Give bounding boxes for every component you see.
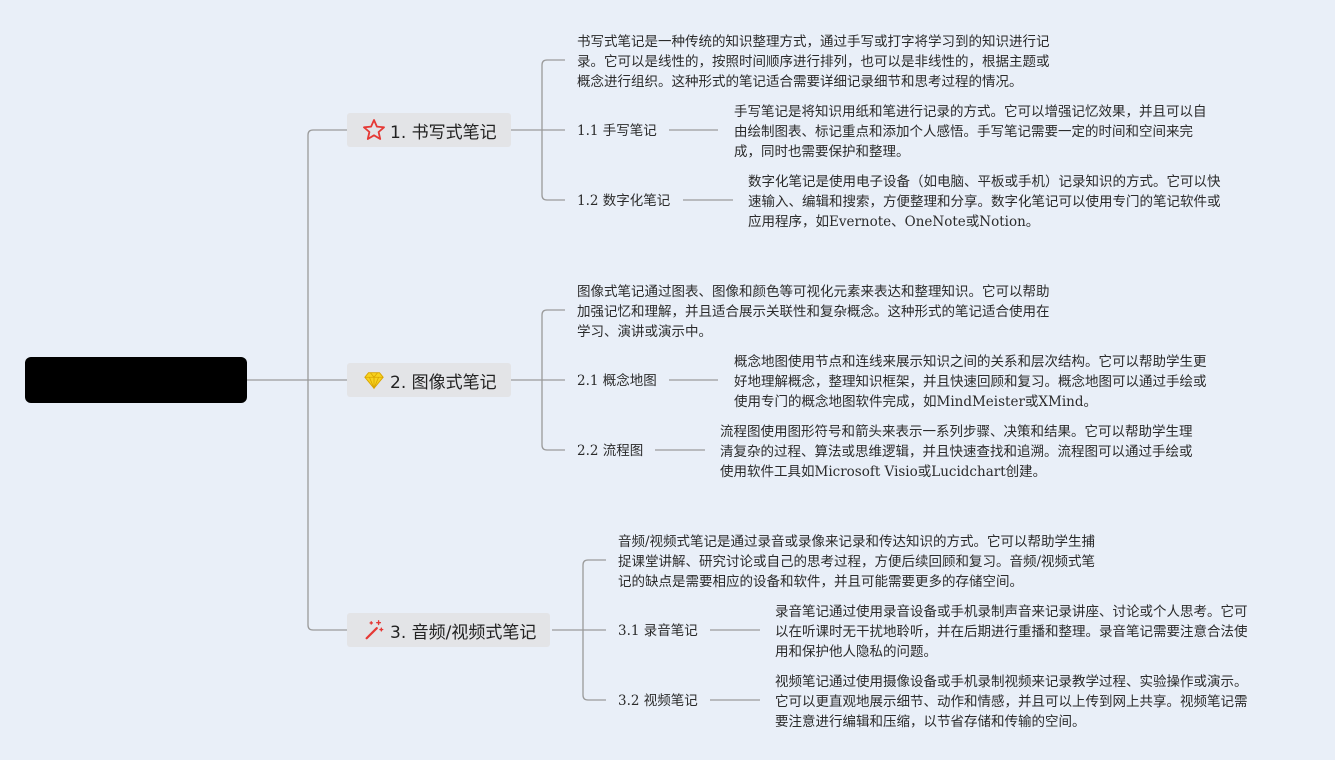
subtopic-video-notes[interactable]: 3.2 视频笔记	[618, 693, 698, 709]
branch-3-child-2-line	[582, 694, 606, 701]
star-icon	[361, 117, 387, 143]
trunk-to-topic-3	[307, 624, 347, 631]
summary-av-notes: 音频/视频式笔记是通过录音或录像来记录和传达知识的方式。它可以帮助学生捕捉课堂讲…	[618, 534, 1096, 590]
topic-av-notes[interactable]: 3. 音频/视频式笔记	[347, 613, 551, 647]
subtopic-concept-map[interactable]: 2.1 概念地图	[577, 373, 657, 389]
detail-digital-notes: 数字化笔记是使用电子设备（如电脑、平板或手机）记录知识的方式。它可以快速输入、编…	[748, 174, 1221, 230]
subtopic-digital-notes[interactable]: 1.2 数字化笔记	[577, 193, 671, 209]
topic-visual-notes[interactable]: 2. 图像式笔记	[347, 363, 511, 397]
branch-3-summary-line	[582, 559, 606, 566]
subtopic-audio-notes[interactable]: 3.1 录音笔记	[618, 623, 698, 639]
detail-audio-notes: 录音笔记通过使用录音设备或手机录制声音来记录讲座、讨论或个人思考。它可以在听课时…	[775, 604, 1248, 660]
branch-1-summary-line	[541, 59, 565, 66]
detail-video-notes: 视频笔记通过使用摄像设备或手机录制视频来记录教学过程、实验操作或演示。它可以更直…	[775, 674, 1248, 730]
gem-icon	[361, 367, 387, 393]
summary-visual-notes: 图像式笔记通过图表、图像和颜色等可视化元素来表达和整理知识。它可以帮助加强记忆和…	[577, 284, 1050, 340]
branch-1-child-2-line	[541, 194, 565, 201]
subtopic-flowchart[interactable]: 2.2 流程图	[577, 443, 644, 459]
magic-wand-icon	[361, 617, 387, 643]
topic-title: 2. 图像式笔记	[390, 372, 497, 393]
trunk-to-topic-1	[307, 129, 347, 136]
branch-2-summary-line	[541, 309, 565, 316]
branch-2-child-2-line	[541, 444, 565, 451]
detail-handwritten-notes: 手写笔记是将知识用纸和笔进行记录的方式。它可以增强记忆效果，并且可以自由绘制图表…	[734, 104, 1207, 160]
topic-title: 1. 书写式笔记	[390, 122, 497, 143]
detail-flowchart: 流程图使用图形符号和箭头来表示一系列步骤、决策和结果。它可以帮助学生理清复杂的过…	[720, 424, 1193, 480]
topic-written-notes[interactable]: 1. 书写式笔记	[347, 113, 511, 147]
detail-concept-map: 概念地图使用节点和连线来展示知识之间的关系和层次结构。它可以帮助学生更好地理解概…	[734, 354, 1207, 410]
summary-written-notes: 书写式笔记是一种传统的知识整理方式，通过手写或打字将学习到的知识进行记录。它可以…	[577, 34, 1050, 90]
subtopic-handwritten-notes[interactable]: 1.1 手写笔记	[577, 123, 657, 139]
topic-title: 3. 音频/视频式笔记	[390, 622, 537, 643]
root-node[interactable]	[25, 357, 247, 403]
